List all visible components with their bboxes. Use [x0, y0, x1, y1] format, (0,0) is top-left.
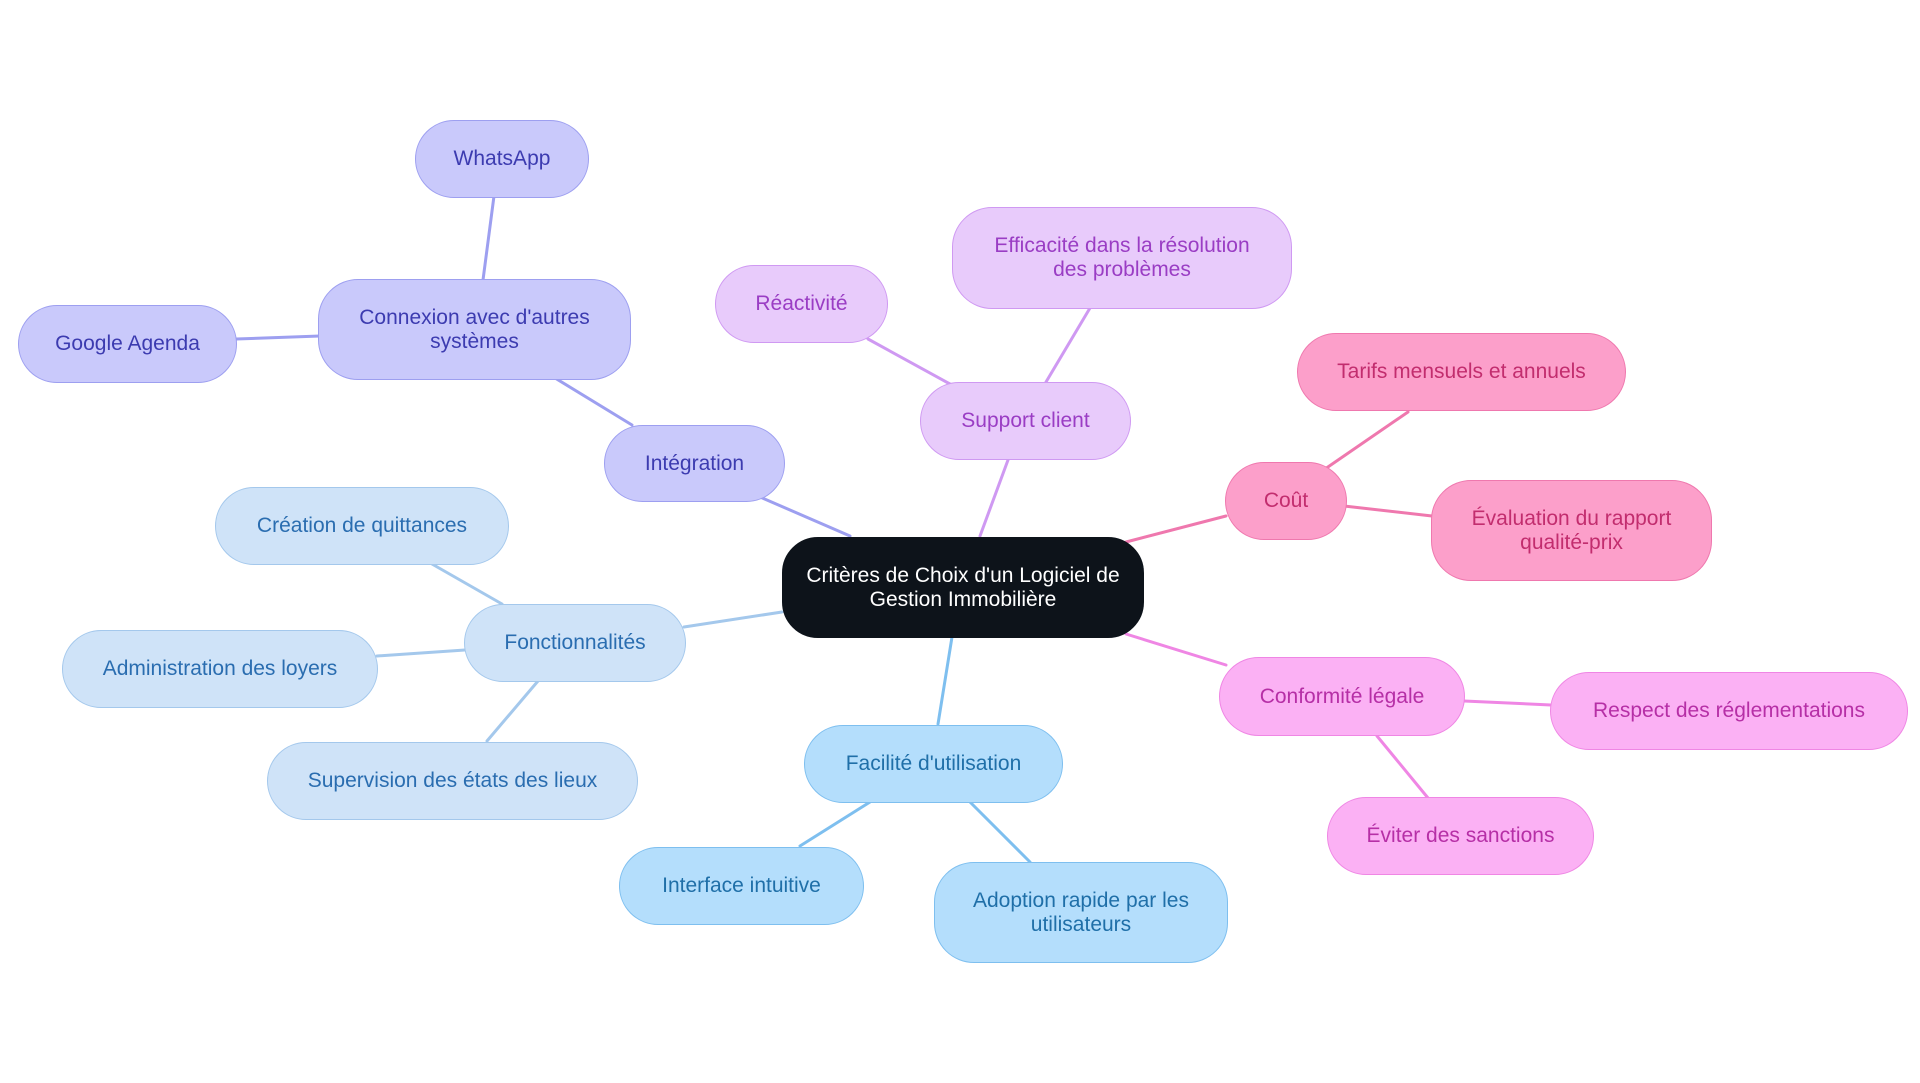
node-interface[interactable]: Interface intuitive: [619, 847, 864, 925]
edge-root-facilite: [936, 635, 954, 726]
node-evaluation-label: Évaluation du rapport qualité-prix: [1471, 506, 1672, 554]
node-respect[interactable]: Respect des réglementations: [1550, 672, 1908, 750]
node-eviter[interactable]: Éviter des sanctions: [1327, 797, 1594, 875]
node-conformite[interactable]: Conformité légale: [1219, 657, 1465, 736]
node-google-agenda[interactable]: Google Agenda: [18, 305, 237, 383]
node-reactivite[interactable]: Réactivité: [715, 265, 888, 343]
edge-support-efficacite: [1044, 306, 1092, 384]
edge-conformite-eviter: [1375, 734, 1430, 800]
node-efficacite-label: Efficacité dans la résolution des problè…: [994, 234, 1250, 281]
edge-fonctionnalites-etats: [485, 679, 540, 743]
edge-root-integration: [758, 495, 852, 538]
edge-root-support: [978, 458, 1010, 538]
root-node[interactable]: Critères de Choix d'un Logiciel de Gesti…: [782, 537, 1144, 638]
node-eviter-label: Éviter des sanctions: [1366, 824, 1555, 847]
node-tarifs-label: Tarifs mensuels et annuels: [1337, 360, 1586, 383]
node-adoption[interactable]: Adoption rapide par les utilisateurs: [934, 862, 1228, 963]
node-conformite-label: Conformité légale: [1259, 684, 1425, 708]
edge-facilite-adoption: [968, 800, 1032, 864]
node-reactivite-label: Réactivité: [755, 292, 848, 315]
node-fonctionnalites-label: Fonctionnalités: [504, 631, 646, 654]
node-etats-label: Supervision des états des lieux: [307, 769, 598, 792]
edge-integration-connexion: [553, 376, 634, 427]
node-google-agenda-label: Google Agenda: [55, 332, 200, 355]
edge-fonctionnalites-loyers: [375, 648, 467, 658]
edge-cout-tarifs: [1323, 410, 1410, 471]
node-loyers[interactable]: Administration des loyers: [62, 630, 378, 708]
edge-fonctionnalites-quittances: [430, 562, 504, 606]
edge-root-conformite: [1124, 632, 1228, 667]
edge-root-cout: [1124, 514, 1228, 544]
node-cout-label: Coût: [1263, 489, 1309, 512]
node-support[interactable]: Support client: [920, 382, 1131, 460]
node-quittances[interactable]: Création de quittances: [215, 487, 509, 565]
node-respect-label: Respect des réglementations: [1593, 699, 1865, 722]
node-evaluation[interactable]: Évaluation du rapport qualité-prix: [1431, 480, 1712, 581]
edge-connexion-whatsapp: [481, 194, 496, 282]
edge-support-reactivite: [866, 337, 952, 386]
node-adoption-label: Adoption rapide par les utilisateurs: [973, 888, 1189, 936]
node-efficacite[interactable]: Efficacité dans la résolution des problè…: [952, 207, 1292, 309]
node-etats[interactable]: Supervision des états des lieux: [267, 742, 638, 820]
edge-connexion-google: [234, 334, 322, 341]
node-cout[interactable]: Coût: [1225, 462, 1347, 540]
edge-root-fonctionnalites: [682, 610, 784, 629]
node-facilite[interactable]: Facilité d'utilisation: [804, 725, 1063, 803]
node-whatsapp[interactable]: WhatsApp: [415, 120, 589, 198]
edge-facilite-interface: [798, 800, 872, 848]
node-quittances-label: Création de quittances: [256, 514, 468, 537]
node-integration-label: Intégration: [644, 451, 745, 475]
node-loyers-label: Administration des loyers: [102, 657, 338, 680]
node-tarifs[interactable]: Tarifs mensuels et annuels: [1297, 333, 1626, 411]
node-connexion-label: Connexion avec d'autres systèmes: [359, 305, 590, 353]
node-facilite-label: Facilité d'utilisation: [845, 752, 1022, 775]
root-label: Critères de Choix d'un Logiciel de Gesti…: [806, 563, 1120, 611]
node-integration[interactable]: Intégration: [604, 425, 785, 502]
node-connexion[interactable]: Connexion avec d'autres systèmes: [318, 279, 631, 380]
node-support-label: Support client: [961, 409, 1090, 432]
edge-conformite-respect: [1462, 699, 1553, 707]
node-fonctionnalites[interactable]: Fonctionnalités: [464, 604, 686, 682]
node-whatsapp-label: WhatsApp: [453, 147, 551, 170]
edge-cout-evaluation: [1342, 504, 1434, 518]
node-interface-label: Interface intuitive: [662, 874, 821, 897]
